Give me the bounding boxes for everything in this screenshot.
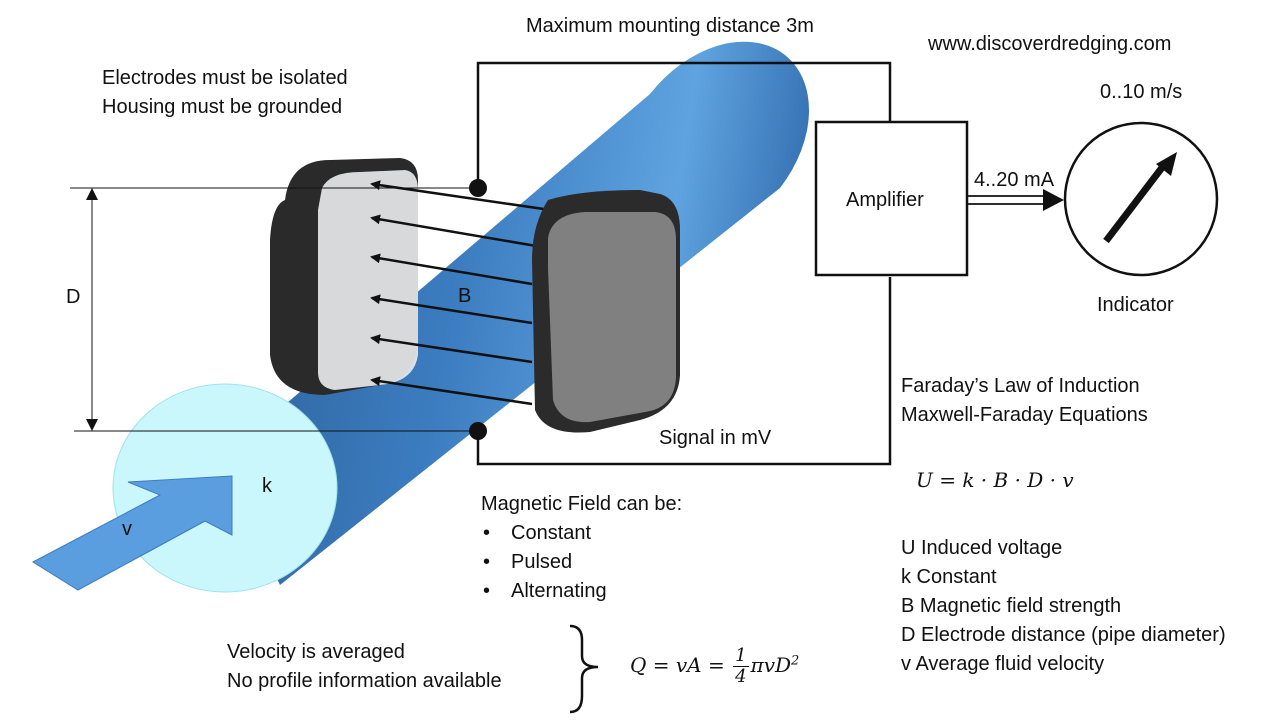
legend-item: D Electrode distance (pipe diameter) — [901, 624, 1226, 646]
magnetic-field-arrow — [370, 294, 533, 325]
electrode-bottom — [469, 422, 487, 440]
amplifier-box — [814, 120, 969, 277]
legend-item: k Constant — [901, 566, 997, 588]
law-title: Faraday’s Law of Induction — [901, 375, 1140, 397]
constant-label: k — [262, 475, 272, 497]
magnetic-field-arrow — [370, 253, 533, 286]
flow-arrow — [31, 475, 233, 591]
no-profile-note: No profile information available — [227, 670, 502, 692]
current-label: 4..20 mA — [974, 169, 1055, 191]
front-magnet — [532, 190, 680, 433]
signal-arrowhead — [1043, 189, 1064, 211]
mounting-distance-title: Maximum mounting distance 3m — [526, 15, 814, 37]
website-url[interactable]: www.discoverdredging.com — [928, 33, 1172, 55]
flow-equation-rhs: πvD — [750, 653, 792, 677]
magnetic-field-arrow — [370, 214, 549, 250]
amplifier-label: Amplifier — [846, 189, 924, 211]
magnetic-field-block: Magnetic Field can be: Constant Pulsed A… — [481, 490, 682, 606]
fraction-numerator: 1 — [733, 645, 749, 667]
magnetic-field-item: Alternating — [481, 577, 682, 606]
magnetic-field-arrow — [370, 334, 533, 364]
bottom-wire — [476, 277, 892, 466]
symbol-legend: U Induced voltage k Constant B Magnetic … — [901, 534, 1226, 679]
top-wire — [476, 61, 892, 188]
magnetic-field-list: Constant Pulsed Alternating — [481, 519, 682, 606]
legend-item: B Magnetic field strength — [901, 595, 1122, 617]
law-subtitle: Maxwell-Faraday Equations — [901, 404, 1148, 426]
back-magnet — [270, 158, 418, 395]
diameter-label: D — [66, 286, 81, 308]
fraction-denominator: 4 — [735, 666, 747, 687]
gauge-needle-tip — [1156, 152, 1177, 176]
legend-item: v Average fluid velocity — [901, 653, 1105, 675]
field-label: B — [458, 285, 472, 307]
range-label: 0..10 m/s — [1100, 81, 1183, 103]
flow-equation: Q = vA = 1 4 πvD2 — [630, 646, 799, 687]
legend-item: U Induced voltage — [901, 537, 1063, 559]
magnetic-field-arrow — [370, 376, 533, 406]
signal-label: Signal in mV — [659, 427, 772, 449]
magnetic-field-heading: Magnetic Field can be: — [481, 493, 683, 515]
velocity-label: v — [122, 518, 132, 540]
curly-brace — [569, 624, 599, 714]
induction-equation: U = k · B · D · v — [916, 468, 1074, 492]
indicator-label: Indicator — [1097, 294, 1174, 316]
housing-note: Housing must be grounded — [102, 96, 343, 118]
magnetic-field-item: Pulsed — [481, 548, 682, 577]
magnetic-field-item: Constant — [481, 519, 682, 548]
gauge-needle — [1103, 162, 1167, 244]
flow-equation-fraction: 1 4 — [733, 645, 749, 687]
velocity-averaged-note: Velocity is averaged — [227, 641, 405, 663]
flow-equation-lhs: Q = vA = — [630, 653, 725, 677]
electrode-top — [469, 179, 487, 197]
flow-equation-exponent: 2 — [791, 653, 800, 669]
pipe-body — [220, 41, 810, 585]
electrodes-note: Electrodes must be isolated — [102, 67, 348, 89]
